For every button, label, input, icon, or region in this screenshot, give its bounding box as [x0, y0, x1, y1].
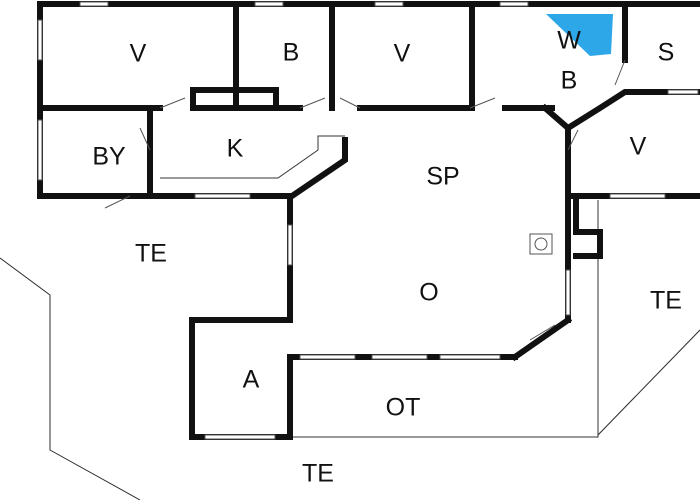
- door-bedroom2: [339, 97, 361, 109]
- room-label-s: S: [658, 39, 675, 67]
- room-label-terrace-east: TE: [650, 287, 682, 315]
- window: [439, 354, 501, 360]
- east-column: [573, 193, 603, 259]
- terrace-outline-west: [0, 257, 141, 500]
- doors: [104, 59, 626, 341]
- room-label-bedroom-3: V: [630, 133, 647, 161]
- kitchen-counter: [160, 135, 345, 179]
- door-utility: [139, 127, 151, 151]
- window: [499, 1, 529, 7]
- door-utility-out: [104, 195, 131, 209]
- living-angle: [510, 315, 573, 362]
- window: [371, 354, 428, 360]
- bathroom2-angle: [540, 89, 700, 132]
- door-living-out: [529, 324, 556, 341]
- room-label-bathroom-2: B: [561, 67, 578, 95]
- room-label-washer: W: [557, 27, 581, 55]
- door-bedroom1: [159, 97, 186, 109]
- room-label-terrace-south: TE: [302, 460, 334, 488]
- window: [37, 19, 43, 61]
- room-label-bedroom-1: V: [130, 40, 147, 68]
- window: [565, 269, 571, 316]
- door-washer: [469, 97, 496, 109]
- room-label-dining: SP: [426, 163, 459, 191]
- terrace-outline-southeast: [590, 329, 700, 438]
- window: [609, 193, 666, 199]
- room-label-ot: OT: [386, 394, 421, 422]
- door-bedroom3: [567, 129, 579, 151]
- window: [254, 1, 284, 7]
- washer-area: [546, 14, 613, 56]
- window: [37, 119, 43, 181]
- window: [79, 1, 109, 7]
- window: [667, 89, 699, 95]
- room-label-bedroom-2: V: [394, 40, 411, 68]
- room-label-living: O: [419, 279, 438, 307]
- kitchen-nook: [190, 87, 279, 111]
- annex-west: [189, 193, 293, 440]
- window: [287, 224, 293, 266]
- window: [299, 354, 356, 360]
- room-label-terrace-west: TE: [135, 240, 167, 268]
- room-label-annex: A: [243, 366, 260, 394]
- door-bath1: [299, 97, 326, 109]
- window: [194, 193, 251, 199]
- room-label-kitchen: K: [227, 135, 244, 163]
- kitchen-counter-edge: [287, 137, 348, 201]
- door-s: [614, 59, 626, 86]
- windows: [37, 1, 699, 440]
- walls: [37, 1, 700, 440]
- wood-stove-icon: [529, 233, 553, 255]
- room-label-bathroom-1: B: [283, 39, 300, 67]
- room-label-utility: BY: [92, 143, 126, 171]
- window: [374, 1, 404, 7]
- window: [204, 434, 276, 440]
